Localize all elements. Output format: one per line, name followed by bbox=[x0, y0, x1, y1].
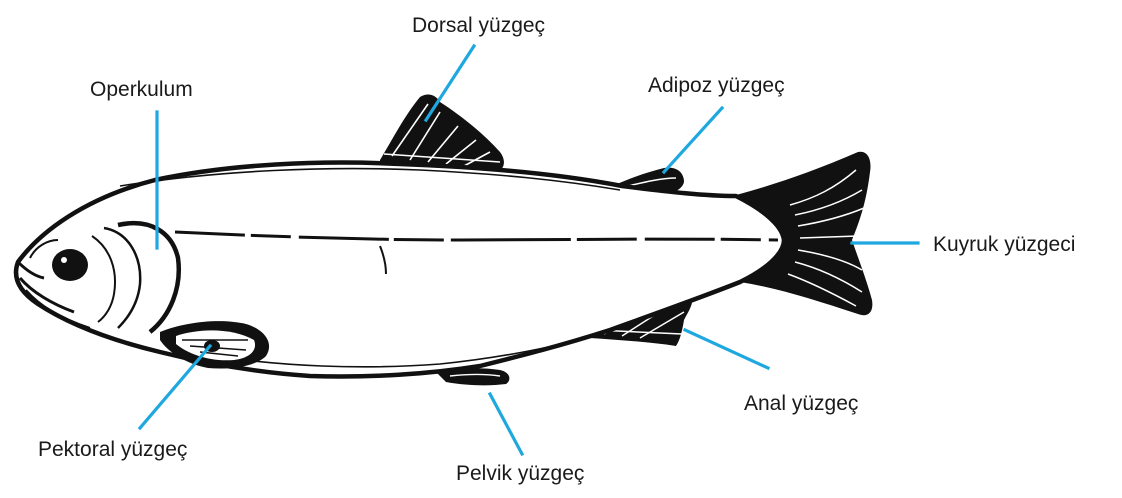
eye bbox=[52, 249, 88, 281]
leader-anal bbox=[685, 330, 768, 368]
leader-pectoral bbox=[140, 346, 210, 428]
label-operculum: Operkulum bbox=[90, 78, 193, 101]
label-pelvic-fin: Pelvik yüzgeç bbox=[456, 462, 584, 485]
pelvic-fin bbox=[436, 368, 509, 385]
label-anal-fin: Anal yüzgeç bbox=[744, 392, 858, 415]
leader-adipose bbox=[664, 108, 722, 172]
leader-pelvic bbox=[490, 394, 522, 454]
label-pectoral-fin: Pektoral yüzgeç bbox=[38, 438, 187, 461]
label-caudal-fin: Kuyruk yüzgeci bbox=[933, 233, 1075, 256]
fish-illustration bbox=[16, 95, 872, 386]
label-dorsal-fin: Dorsal yüzgeç bbox=[412, 14, 545, 37]
label-adipose-fin: Adipoz yüzgeç bbox=[648, 74, 785, 97]
